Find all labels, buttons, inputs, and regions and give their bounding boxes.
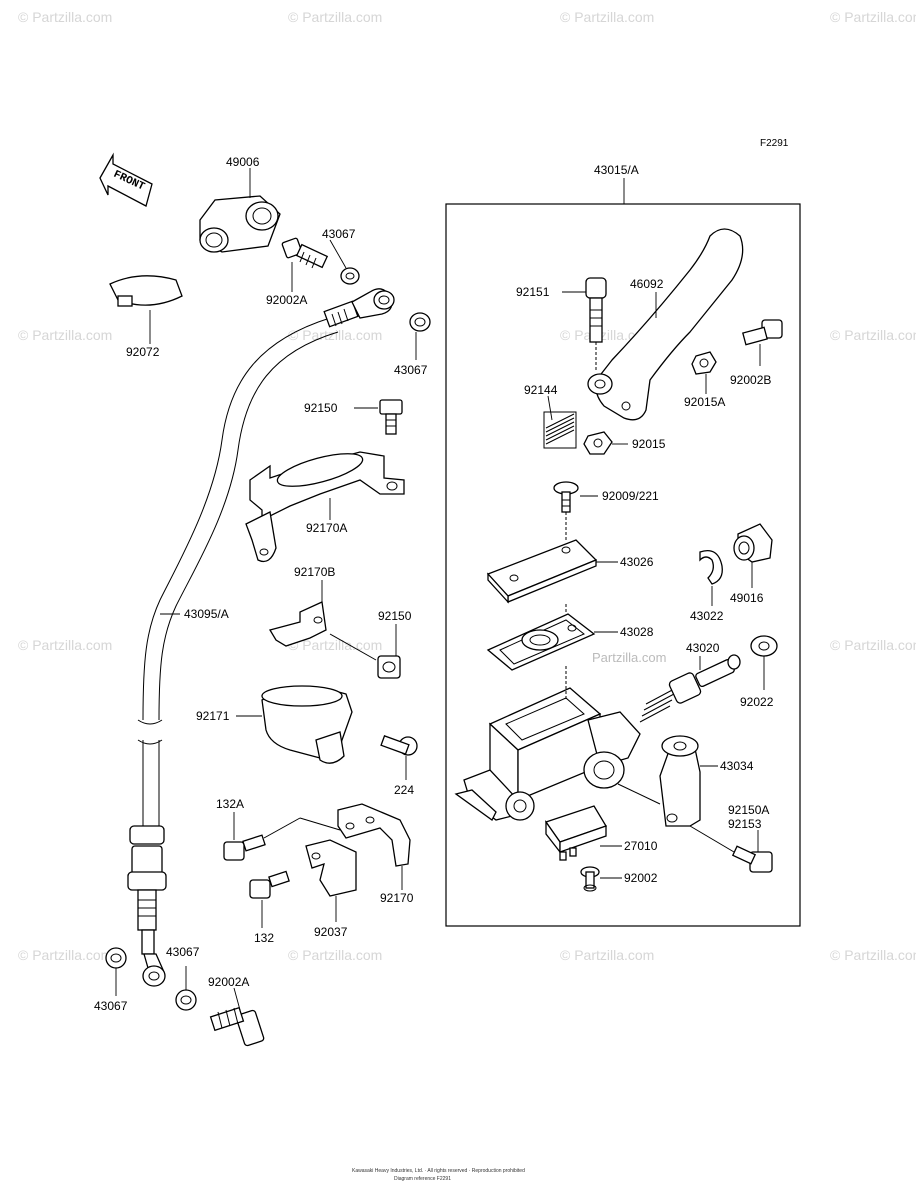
watermark: © Partzilla.com	[830, 637, 916, 653]
bolt-132	[249, 870, 290, 899]
bolt-92150	[329, 633, 401, 679]
watermark: © Partzilla.com	[18, 947, 112, 963]
part-224: 224	[394, 783, 414, 797]
part-92150A: 92150A	[728, 803, 769, 817]
reservoir-cover-43026	[486, 539, 598, 604]
nut-92015	[583, 431, 613, 455]
watermark: © Partzilla.com	[18, 637, 112, 653]
part-92150-b: 92150	[378, 609, 412, 623]
copyright-line-1: Kawasaki Heavy Industries, Ltd. · All ri…	[352, 1168, 525, 1174]
bracket-92170	[337, 803, 411, 867]
part-92002: 92002	[624, 871, 658, 885]
clamp-92171	[261, 685, 353, 764]
washer-43067	[175, 989, 197, 1011]
brake-hose-43095A	[127, 288, 395, 987]
part-92037: 92037	[314, 925, 348, 939]
part-92170: 92170	[380, 891, 414, 905]
part-49006: 49006	[226, 155, 260, 169]
part-43067-b: 43067	[394, 363, 428, 377]
watermark: © Partzilla.com	[18, 327, 112, 343]
washer-43067	[105, 947, 127, 969]
part-132: 132	[254, 931, 274, 945]
clip-92037	[305, 839, 357, 897]
watermark: © Partzilla.com	[288, 9, 382, 25]
watermark: © Partzilla.com	[560, 9, 654, 25]
bracket-92170A	[245, 451, 405, 563]
part-92144: 92144	[524, 383, 558, 397]
watermark-center: Partzilla.com	[592, 650, 666, 665]
master-cylinder-assembly-box	[445, 203, 801, 927]
watermark: © Partzilla.com	[288, 637, 382, 653]
circlip-43022	[699, 549, 723, 585]
bolt-132A	[223, 817, 341, 861]
clamp-holder-43034	[659, 735, 701, 827]
boot-49016	[733, 523, 773, 563]
watermark: © Partzilla.com	[288, 947, 382, 963]
copyright-line-2: Diagram reference F2291	[394, 1176, 451, 1182]
clip-92170B	[268, 601, 327, 647]
bolt-92150A	[689, 825, 773, 873]
brake-lever-46092	[587, 228, 744, 421]
screw-224	[380, 735, 418, 756]
cable-tie-92072	[109, 275, 183, 307]
part-43028: 43028	[620, 625, 654, 639]
screw-92002	[580, 866, 600, 892]
watermark: © Partzilla.com	[560, 947, 654, 963]
washer-92022	[750, 635, 778, 657]
assembly-label: 43015/A	[594, 163, 639, 177]
part-92015: 92015	[632, 437, 666, 451]
diagram-ref-code: F2291	[760, 138, 789, 149]
part-92072: 92072	[126, 345, 160, 359]
part-49016: 49016	[730, 591, 764, 605]
diaphragm-43028	[486, 604, 596, 671]
bolt-92002B	[742, 319, 783, 346]
part-43022: 43022	[690, 609, 724, 623]
watermark: © Partzilla.com	[288, 327, 382, 343]
bolt-92150	[379, 399, 403, 435]
part-92009: 92009/221	[602, 489, 659, 503]
washer-43067	[340, 267, 360, 285]
spring-92144	[543, 411, 577, 449]
part-92002A-bottom: 92002A	[208, 975, 249, 989]
screw-92009	[553, 481, 579, 540]
part-43095A: 43095/A	[184, 607, 229, 621]
part-43067-c: 43067	[94, 999, 128, 1013]
watermark: © Partzilla.com	[18, 9, 112, 25]
part-92002A-top: 92002A	[266, 293, 307, 307]
part-92150-a: 92150	[304, 401, 338, 415]
washer-43067	[409, 312, 431, 332]
part-92022: 92022	[740, 695, 774, 709]
part-92170A: 92170A	[306, 521, 347, 535]
cap-49006	[199, 195, 281, 253]
piston-43020	[639, 654, 741, 723]
part-43067-a: 43067	[322, 227, 356, 241]
part-92015A: 92015A	[684, 395, 725, 409]
master-cylinder-body	[454, 666, 661, 821]
banjo-bolt-92002A	[281, 237, 329, 269]
watermark: © Partzilla.com	[830, 9, 916, 25]
watermark: © Partzilla.com	[830, 947, 916, 963]
part-92170B: 92170B	[294, 565, 335, 579]
part-92153: 92153	[728, 817, 762, 831]
part-46092: 46092	[630, 277, 664, 291]
part-92171: 92171	[196, 709, 230, 723]
watermark-layer: © Partzilla.com © Partzilla.com © Partzi…	[18, 9, 916, 963]
part-92002B: 92002B	[730, 373, 771, 387]
part-43020: 43020	[686, 641, 720, 655]
pivot-bolt-92151	[585, 277, 607, 372]
part-43067-d: 43067	[166, 945, 200, 959]
brake-switch-27010	[544, 805, 607, 861]
part-132A: 132A	[216, 797, 244, 811]
watermark: © Partzilla.com	[830, 327, 916, 343]
part-43034: 43034	[720, 759, 754, 773]
nut-92015A	[691, 351, 717, 375]
part-43026: 43026	[620, 555, 654, 569]
part-92151: 92151	[516, 285, 550, 299]
banjo-bolt-92002A	[209, 1006, 265, 1047]
front-arrow-icon: FRONT	[99, 152, 153, 207]
part-27010: 27010	[624, 839, 658, 853]
